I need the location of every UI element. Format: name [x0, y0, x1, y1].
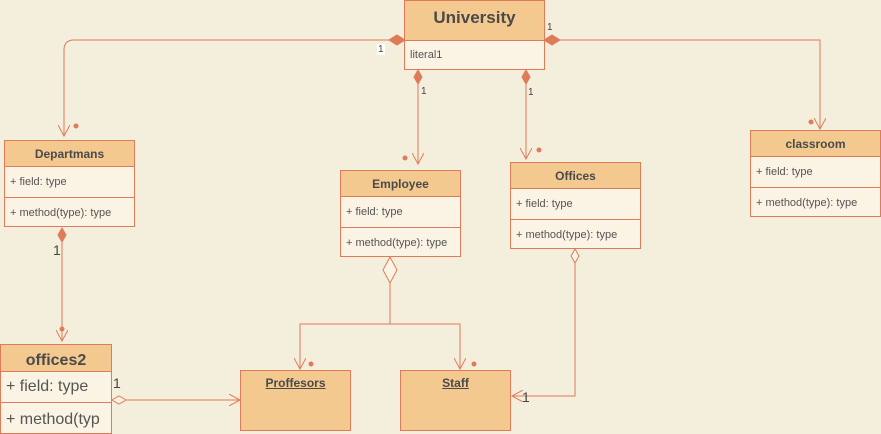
class-title: Offices	[511, 163, 640, 189]
university-departmans-link	[64, 39, 404, 136]
multiplicity-label: 1	[377, 44, 385, 55]
class-field: + field: type	[516, 198, 573, 210]
multiplicity-label: 1	[522, 389, 530, 405]
aggregation-diamond-icon	[110, 395, 128, 405]
class-offices[interactable]: Offices + field: type + method(type): ty…	[510, 162, 641, 249]
association-dot-icon	[308, 361, 314, 367]
class-method: + method(type): type	[511, 219, 640, 249]
class-method: + method(type): type	[341, 227, 460, 257]
class-employee[interactable]: Employee + field: type + method(type): t…	[340, 170, 461, 257]
composition-diamond-icon	[521, 68, 531, 86]
association-dot-icon	[471, 361, 477, 367]
class-university[interactable]: University literal1	[404, 0, 545, 70]
multiplicity-label: 1	[53, 242, 61, 258]
object-staff[interactable]: Staff	[400, 370, 511, 431]
class-method: + method(type): type	[751, 187, 880, 217]
object-proffesors[interactable]: Proffesors	[240, 370, 351, 431]
class-title: classroom	[751, 131, 880, 157]
aggregation-diamond-icon	[570, 247, 580, 265]
class-field: + field: type	[756, 166, 813, 178]
class-title: Departmans	[5, 141, 134, 167]
class-title: Employee	[341, 171, 460, 197]
association-dot-icon	[402, 155, 408, 161]
association-dot-icon	[59, 326, 65, 332]
composition-diamond-icon	[543, 34, 561, 46]
multiplicity-label: 1	[547, 22, 553, 33]
object-title: Proffesors	[265, 376, 326, 390]
multiplicity-label: 1	[113, 375, 121, 391]
class-method: + method(type): type	[5, 197, 134, 227]
multiplicity-label: 1	[528, 87, 534, 98]
class-departmans[interactable]: Departmans + field: type + method(type):…	[4, 140, 135, 227]
class-offices2[interactable]: offices2 + field: type + method(typ	[0, 344, 112, 434]
employee-proffesors-link	[300, 256, 391, 369]
offices-staff-link	[512, 249, 576, 396]
class-field: + field: type	[6, 378, 89, 395]
association-dot-icon	[536, 147, 542, 153]
composition-diamond-icon	[57, 226, 67, 244]
multiplicity-label: 1	[421, 86, 427, 97]
aggregation-diamond-icon	[382, 255, 398, 285]
class-method: + method(typ	[1, 402, 111, 434]
association-dot-icon	[73, 123, 79, 129]
composition-diamond-icon	[413, 68, 423, 86]
class-title: University	[405, 1, 544, 41]
class-title: offices2	[1, 345, 111, 372]
association-dot-icon	[808, 119, 814, 125]
class-field: + field: type	[10, 176, 67, 188]
class-field: + field: type	[346, 206, 403, 218]
university-classroom-link	[544, 39, 820, 129]
employee-staff-link	[390, 323, 460, 369]
composition-diamond-icon	[388, 34, 406, 46]
class-attribute: literal1	[410, 49, 443, 61]
class-classroom[interactable]: classroom + field: type + method(type): …	[750, 130, 881, 217]
object-title: Staff	[442, 376, 469, 390]
